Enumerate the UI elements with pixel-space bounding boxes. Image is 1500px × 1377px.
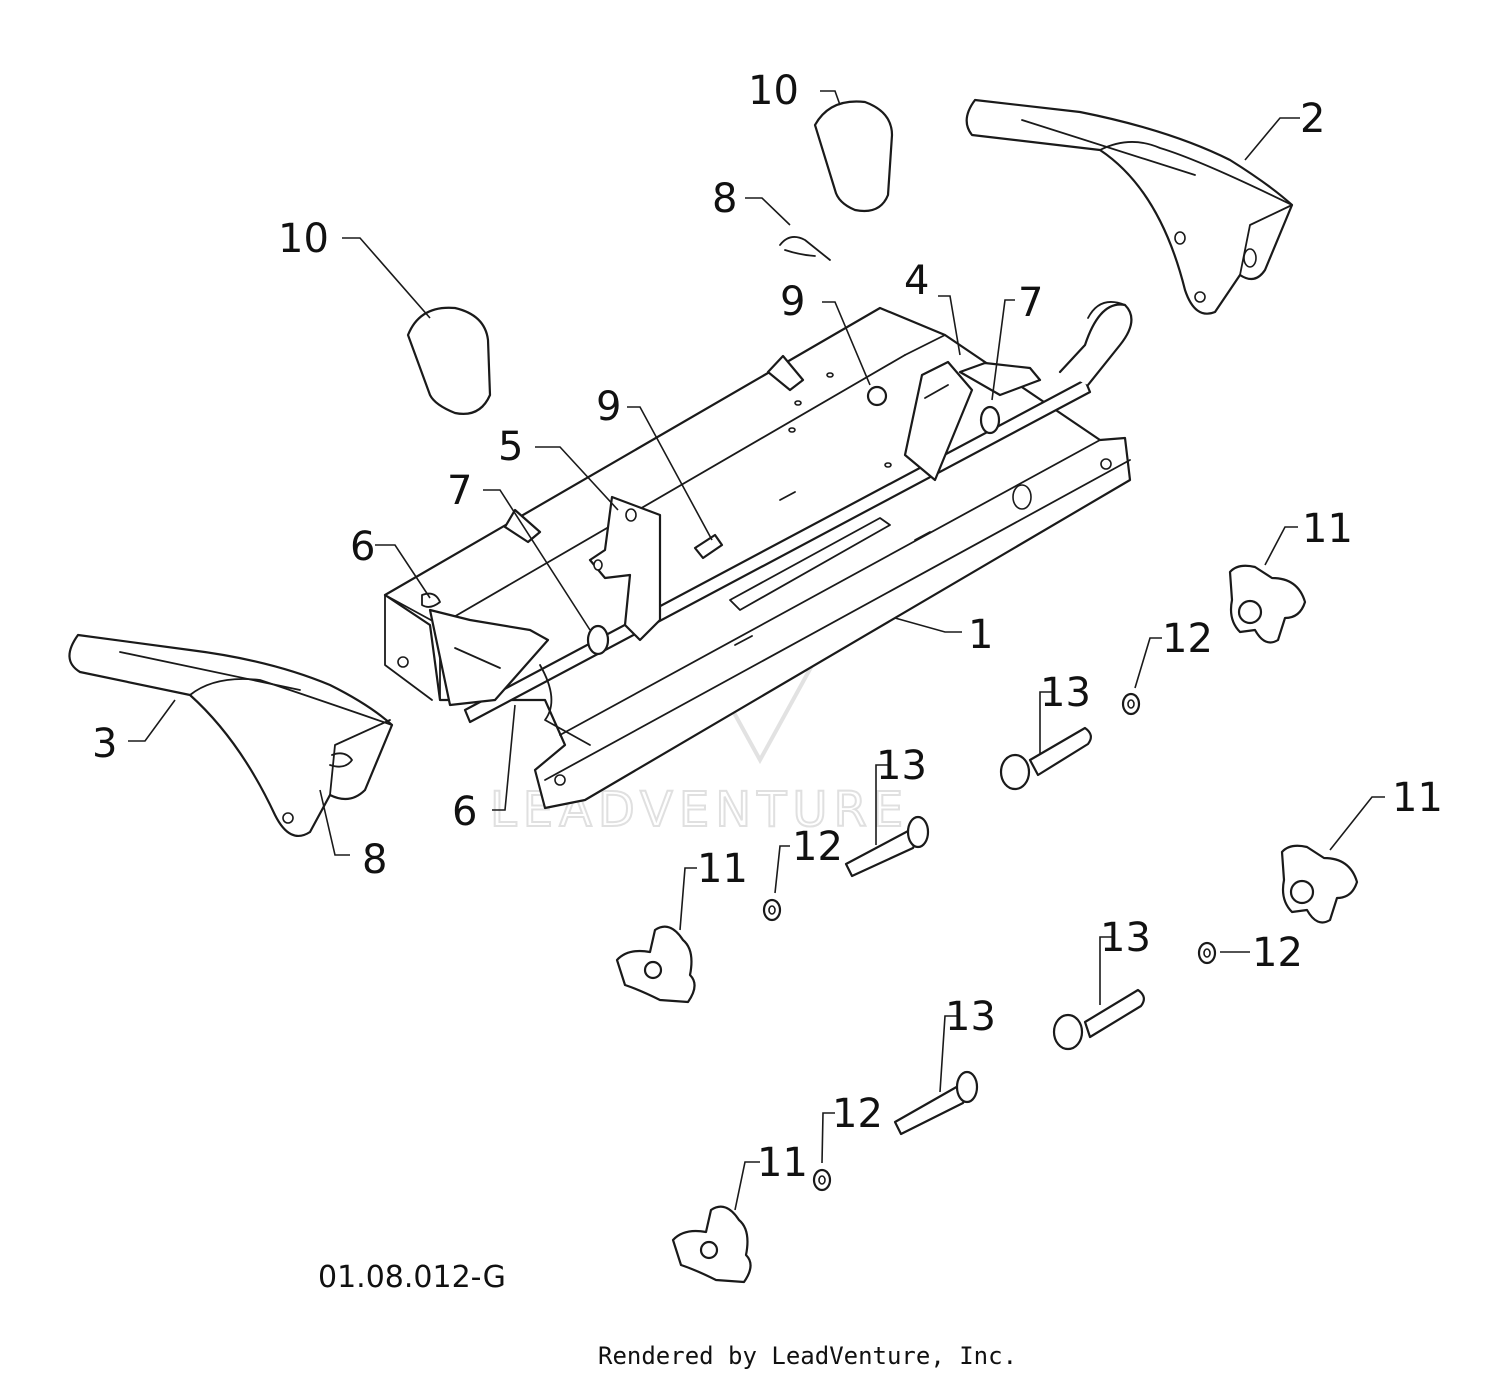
star-knob-part-11[interactable] [615,564,1359,1284]
callout-11-c: 11 [697,846,748,892]
callout-12-a: 12 [1162,616,1213,662]
callout-6-bottom: 6 [452,789,477,835]
washer-part-12[interactable] [762,692,1217,1192]
callout-12-c: 12 [1252,930,1303,976]
right-adjust-lever-part-2[interactable] [965,98,1294,315]
callout-13-a: 13 [1040,670,1091,716]
callout-3: 3 [92,721,117,767]
render-credit: Rendered by LeadVenture, Inc. [598,1342,1017,1370]
callout-7-right: 7 [1018,280,1043,326]
latch-bracket-part-5[interactable] [588,495,662,642]
callout-1: 1 [968,612,993,658]
callout-13-d: 13 [945,994,996,1040]
bolt-part-9[interactable] [693,385,888,560]
left-adjust-lever-part-3[interactable] [68,633,394,837]
callout-4: 4 [904,258,929,304]
callout-8-bottom: 8 [362,837,387,883]
callout-11-a: 11 [1302,506,1353,552]
callout-9-center: 9 [596,384,621,430]
callout-7-left: 7 [447,468,472,514]
callout-11-b: 11 [1392,775,1443,821]
callout-13-b: 13 [876,743,927,789]
bushing-part-7[interactable] [586,405,1001,656]
callout-12-b: 12 [792,824,843,870]
leader-lines [128,90,1385,1211]
spring-part-6[interactable] [421,592,441,608]
hairpin-clip-part-8[interactable] [779,236,831,261]
callout-10-left: 10 [278,216,329,262]
callout-5: 5 [498,424,523,470]
callout-8-top: 8 [712,176,737,222]
carriage-bolt-part-13[interactable] [844,726,1145,1136]
callout-2: 2 [1300,96,1325,142]
callout-6-left: 6 [350,524,375,570]
callout-labels: 1 2 3 4 5 6 6 7 7 8 8 9 9 10 10 11 11 11… [92,68,1443,1186]
drawing-code: 01.08.012-G [318,1260,506,1295]
callout-10-top: 10 [748,68,799,114]
callout-11-d: 11 [757,1140,808,1186]
callout-9-right: 9 [780,279,805,325]
callout-12-d: 12 [832,1091,883,1137]
callout-13-c: 13 [1100,915,1151,961]
lever-knob-part-10[interactable] [406,100,894,415]
